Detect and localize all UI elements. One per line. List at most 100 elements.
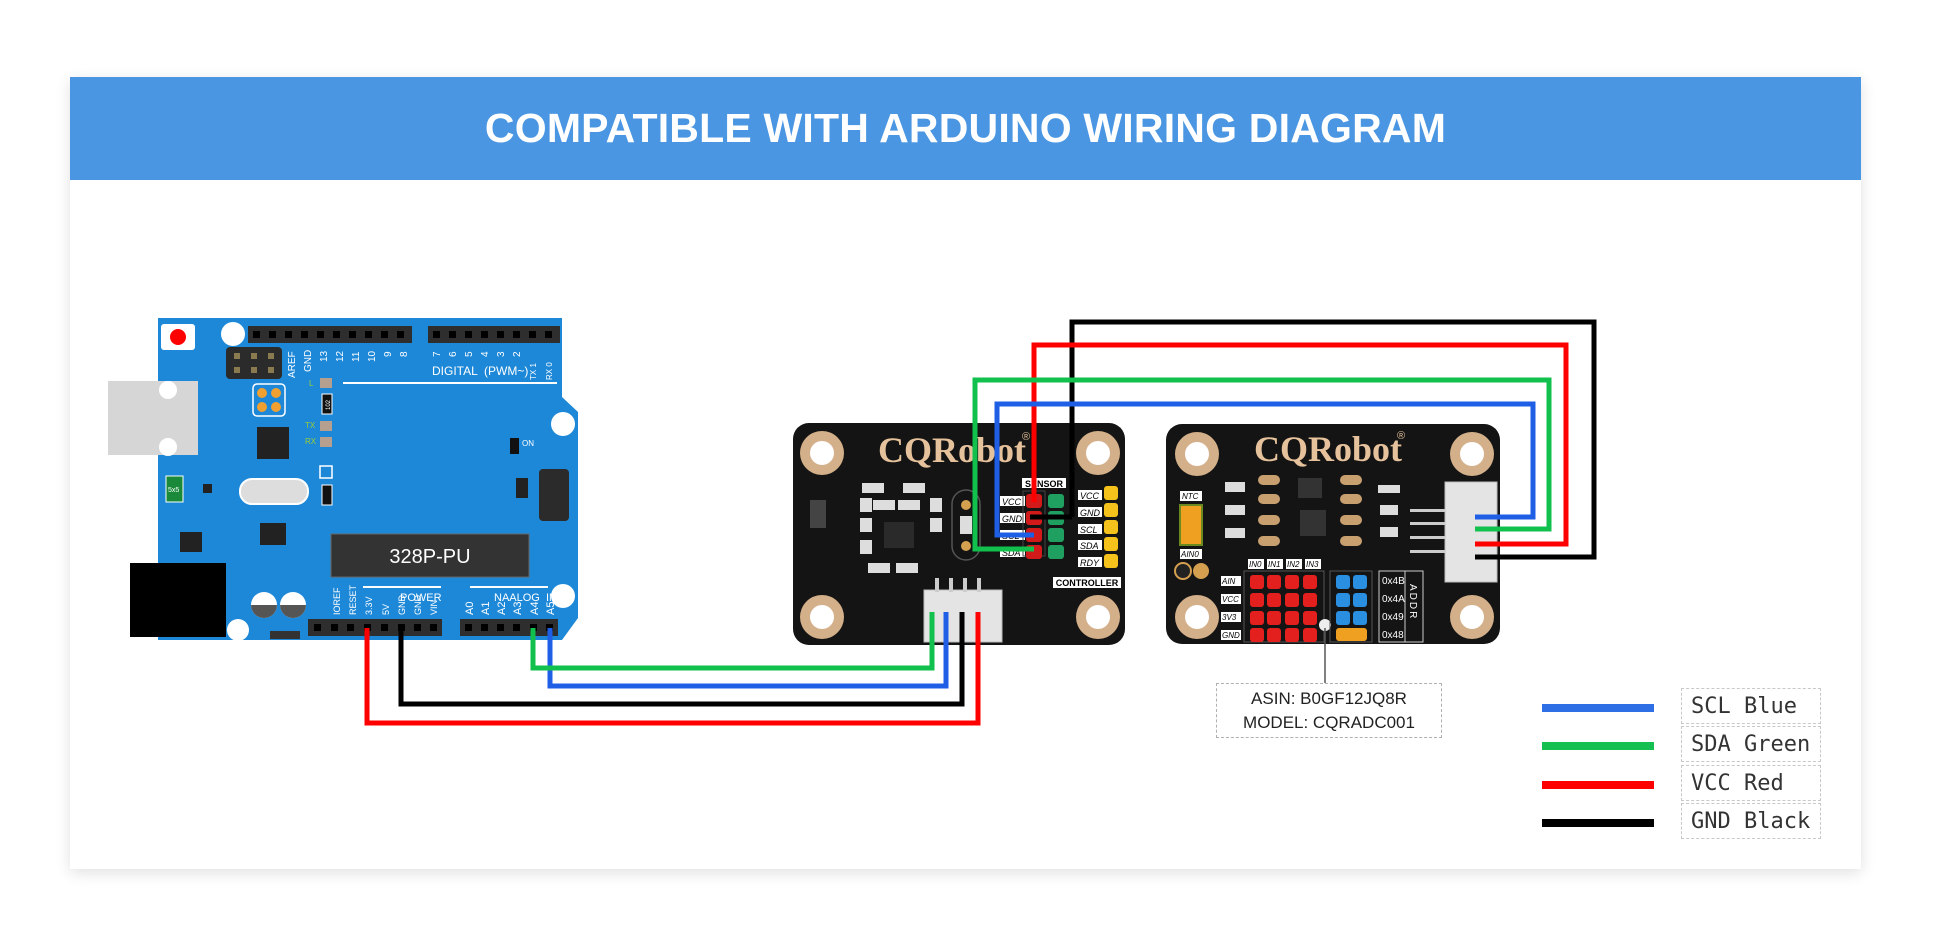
mount-hole — [221, 322, 245, 346]
svg-text:SDA: SDA — [1002, 548, 1021, 558]
pin-label: A3 — [512, 602, 524, 615]
reset-button-cap — [170, 329, 186, 345]
wire-sda-upper — [972, 377, 1552, 552]
controller-pin-labels: VCC GND SCL SDA RDY — [1078, 490, 1102, 568]
wires — [364, 319, 1597, 726]
chip-label: 328P-PU — [389, 546, 470, 568]
fuse — [165, 475, 184, 503]
mount-hole — [227, 619, 249, 641]
pin-label: 3 — [496, 351, 507, 357]
legend-swatch — [1542, 742, 1654, 750]
legend-item-scl: SCL Blue — [1542, 688, 1832, 726]
mount-holes — [1175, 432, 1494, 639]
pin-label: A2 — [496, 602, 508, 615]
mcu-chip — [330, 533, 530, 578]
svg-text:RDY: RDY — [1080, 558, 1100, 568]
led-label: TX — [305, 421, 316, 430]
digital-header-right — [428, 326, 560, 343]
pin-label: 12 — [335, 350, 346, 362]
registered-mark: ® — [1022, 431, 1030, 443]
pin-label: 7 — [432, 351, 443, 357]
svg-text:SDA: SDA — [1080, 541, 1099, 551]
svg-text:IN2: IN2 — [1287, 560, 1300, 569]
blue-pin-grid — [1336, 575, 1367, 625]
row-labels: AIN VCC 3V3 GND — [1221, 576, 1241, 640]
adc-chip — [1300, 510, 1326, 536]
pin-label: 9 — [383, 351, 394, 357]
svg-text:0x4B: 0x4B — [1382, 576, 1405, 587]
pin-label: IOREF — [332, 587, 342, 615]
legend-item-vcc: VCC Red — [1542, 765, 1832, 803]
osc-pads — [252, 383, 286, 417]
op-amp-chip — [260, 523, 286, 545]
legend-label: SDA Green — [1681, 726, 1821, 762]
voltage-regulator — [180, 532, 202, 552]
analog-label: NAALOG IN — [494, 592, 557, 604]
pin-label: A4 — [529, 602, 541, 615]
dip-switch — [810, 500, 826, 528]
jumper-outline — [951, 489, 981, 561]
svg-text:SCL: SCL — [1080, 525, 1098, 535]
ain0-label: AIN0 — [1180, 550, 1199, 559]
mount-holes — [800, 431, 1120, 639]
pin-label: 10 — [367, 350, 378, 362]
mount-hole — [159, 438, 177, 456]
svg-text:3V3: 3V3 — [1222, 613, 1237, 622]
pin-label: TX 1 — [529, 363, 538, 380]
addr-jumper — [1336, 628, 1367, 641]
pin-label: GND — [303, 350, 314, 372]
resistor — [321, 484, 333, 506]
resistor — [321, 393, 333, 415]
wire-scl-lower — [547, 612, 949, 689]
mount-hole — [551, 584, 575, 608]
pin-label: RESET — [348, 584, 358, 615]
power-label: POWER — [400, 592, 442, 604]
pin-label: 5V — [381, 604, 391, 615]
legend-label: VCC Red — [1681, 765, 1821, 801]
pin-label: 4 — [480, 351, 491, 357]
svg-text:GND: GND — [1080, 508, 1101, 518]
led — [320, 378, 332, 388]
power-jack — [130, 563, 226, 637]
wire-vcc-upper — [1031, 342, 1569, 547]
arduino-board: AREF GND 13 12 11 10 9 8 7 6 5 4 3 2 TX … — [108, 318, 578, 641]
smd-component — [516, 478, 528, 498]
pin-label: AREF — [287, 351, 298, 378]
pin-label: GND — [413, 595, 423, 616]
addr-table — [1378, 570, 1424, 643]
usb-connector — [108, 381, 198, 455]
on-led — [510, 438, 519, 454]
pin-label: 13 — [319, 350, 330, 362]
svg-text:IN1: IN1 — [1268, 560, 1280, 569]
led-label: ON — [522, 439, 534, 448]
page-title: COMPATIBLE WITH ARDUINO WIRING DIAGRAM — [484, 105, 1447, 151]
pin-label: GND — [397, 595, 407, 616]
pin-label: A0 — [464, 602, 476, 615]
pin-label: RX 0 — [545, 362, 554, 380]
board-pcb — [1166, 424, 1500, 644]
ntc-label: NTC — [1182, 492, 1199, 501]
regulator-chip — [1298, 478, 1322, 498]
wire-sda-lower — [530, 612, 935, 671]
pin-label: 5 — [464, 351, 475, 357]
pin-label: 6 — [448, 351, 459, 357]
pin-label: VIN — [429, 600, 439, 615]
pin-label: 2 — [512, 351, 523, 357]
svg-text:IN3: IN3 — [1306, 560, 1319, 569]
diode — [203, 484, 212, 493]
led-label: L — [309, 379, 314, 388]
red-pin-grid — [1250, 575, 1317, 642]
registered-mark: ® — [1397, 430, 1405, 442]
thermistor — [1174, 562, 1192, 580]
digital-underline — [343, 382, 557, 384]
svg-text:GND: GND — [1002, 514, 1023, 524]
pin-label: 11 — [351, 351, 362, 362]
in-labels: IN0 IN1 IN2 IN3 — [1248, 559, 1321, 569]
icsp2-header — [539, 469, 569, 521]
legend-swatch — [1542, 781, 1654, 789]
header-pins-right — [433, 331, 552, 338]
svg-text:VCC: VCC — [1080, 491, 1100, 501]
wire-gnd-upper — [1069, 319, 1597, 560]
legend-label: SCL Blue — [1681, 688, 1821, 724]
svg-text:0x49: 0x49 — [1382, 612, 1404, 623]
